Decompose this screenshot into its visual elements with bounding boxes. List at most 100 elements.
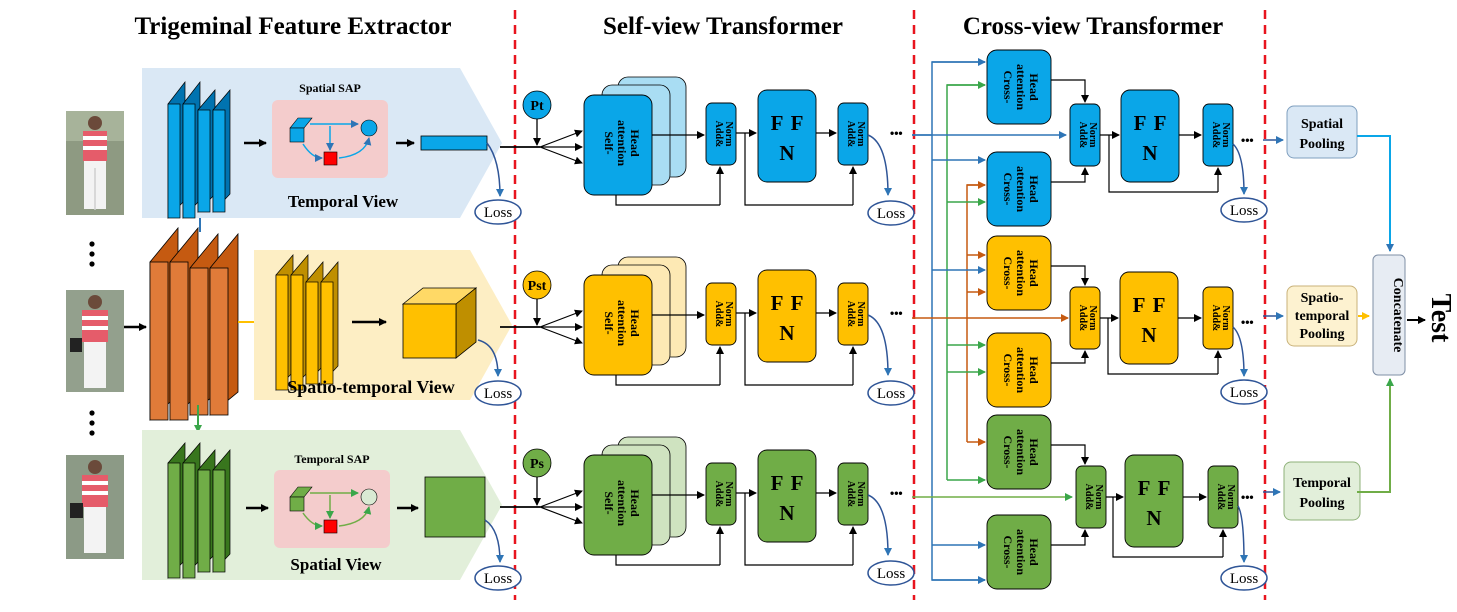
- temporal-sap-label: Spatial SAP: [299, 81, 361, 95]
- residual-line-2: [744, 493, 853, 566]
- loss-self-spatial: Loss: [877, 566, 906, 582]
- add-norm-cross-b-spatiotemporal: [1202, 286, 1234, 350]
- token-spatial-label: Ps: [530, 457, 545, 472]
- cross-attention-spatial-1-line3: Head: [1027, 438, 1041, 466]
- loss-cross-spatiotemporal-ring: [1220, 379, 1268, 405]
- backbone-block: [149, 226, 239, 421]
- cross-view-wires: [912, 58, 1073, 584]
- ffn-cross-spatiotemporal: [1119, 271, 1179, 365]
- spatial-view-branch: Temporal SAP Spatial View: [142, 430, 502, 580]
- ffn-cross-spatiotemporal-letter2: F: [1153, 293, 1166, 317]
- loss-cross-temporal: Loss: [1230, 203, 1259, 219]
- loss-cross-spatiotemporal: Loss: [1230, 385, 1259, 401]
- self-attention-temporal-line1: Self-: [602, 131, 616, 154]
- ffn-self-temporal: [757, 89, 817, 183]
- flow-arrow: [867, 314, 892, 376]
- add-norm-cross-b-temporal: [1202, 103, 1234, 167]
- add-norm-self-a-temporal: [705, 102, 737, 166]
- cross-attention-temporal-1-line3: Head: [1027, 73, 1041, 101]
- flow-arrow: [867, 134, 892, 196]
- spatiotemporal-pooling-line2: temporal: [1295, 309, 1350, 324]
- ffn-self-spatial-letter3: N: [779, 501, 794, 525]
- flow-arrow: [539, 489, 583, 508]
- ffn-cross-spatiotemporal-letter3: N: [1141, 323, 1156, 347]
- spatial-pooling-line2: Pooling: [1299, 137, 1344, 152]
- residual-line: [1107, 318, 1218, 375]
- test-label: Test: [1425, 294, 1456, 343]
- cross-attention-spatiotemporal-1-line1: Cross-: [1001, 256, 1015, 289]
- spatial-sap-label: Temporal SAP: [294, 452, 369, 466]
- add-norm-self-b-spatiotemporal-line2: Norm: [855, 302, 866, 328]
- section-dividers: [513, 10, 1267, 600]
- add-norm-cross-b-spatiotemporal-line2: Norm: [1220, 306, 1231, 332]
- self-attention-head-spatiotemporal: [583, 274, 653, 376]
- residual-line: [615, 195, 720, 206]
- loss-cross-spatial-ring: [1220, 565, 1268, 591]
- self-attention-temporal-line3: Head: [628, 129, 642, 157]
- self-view-header: Self-view Transformer: [603, 13, 843, 40]
- residual-line-2: [744, 133, 853, 206]
- flow-arrow: [867, 494, 892, 556]
- cross-attention-spatiotemporal-2-line1: Cross-: [1001, 353, 1015, 386]
- temporal-view-branch: Spatial SAP Temporal View: [142, 68, 502, 219]
- add-norm-cross-a-spatiotemporal-line2: Norm: [1087, 306, 1098, 332]
- add-norm-cross-a-spatial-line1: Add&: [1083, 484, 1094, 511]
- add-norm-self-a-spatiotemporal-line1: Add&: [713, 301, 724, 328]
- add-norm-cross-a-spatiotemporal-line1: Add&: [1077, 305, 1088, 332]
- loss-self-spatiotemporal: Loss: [877, 386, 906, 402]
- self-attention-spatial-line3: Head: [628, 489, 642, 517]
- self-attention-spatial-line1: Self-: [602, 491, 616, 514]
- loss-self-temporal: Loss: [877, 206, 906, 222]
- ffn-cross-temporal-letter3: N: [1142, 141, 1157, 165]
- ffn-self-spatial: [757, 449, 817, 543]
- temporal-view-label: Temporal View: [288, 192, 399, 211]
- cross-attention-temporal-2-line2: attention: [1014, 166, 1028, 212]
- add-norm-self-a-spatiotemporal: [705, 282, 737, 346]
- self-attention-spatiotemporal-line3: Head: [628, 309, 642, 337]
- temporal-pooling-line1: Temporal: [1293, 476, 1351, 491]
- cross-attention-spatial-2-line3: Head: [1027, 538, 1041, 566]
- add-norm-self-a-spatiotemporal-line2: Norm: [723, 302, 734, 328]
- residual-line-2: [744, 313, 853, 386]
- residual-line: [1112, 497, 1223, 558]
- spatiotemporal-view-branch: Spatio-temporal View: [254, 250, 512, 400]
- cross-attention-temporal-1-line1: Cross-: [1001, 70, 1015, 103]
- add-norm-cross-b-temporal-line2: Norm: [1220, 123, 1231, 149]
- spatiotemporal-pooling-line3: Pooling: [1299, 327, 1344, 342]
- cross-attention-temporal-1-line2: attention: [1014, 64, 1028, 110]
- cross-attention-head-spatiotemporal-2: [986, 332, 1052, 408]
- token-spatiotemporal-label: Pst: [528, 279, 547, 294]
- cross-attention-spatiotemporal-1-line3: Head: [1027, 259, 1041, 287]
- spatiotemporal-pooling-line1: Spatio-: [1301, 291, 1344, 306]
- spatial-pooling-line1: Spatial: [1301, 117, 1343, 132]
- cross-attention-spatiotemporal-1-line2: attention: [1014, 250, 1028, 296]
- flow-arrow: [1051, 350, 1089, 364]
- add-norm-self-b-temporal-line2: Norm: [855, 122, 866, 148]
- add-norm-self-b-temporal: [837, 102, 869, 166]
- flow-arrow: [1051, 167, 1089, 183]
- cross-attention-spatial-1-line1: Cross-: [1001, 435, 1015, 468]
- spatial-view-label: Spatial View: [290, 555, 382, 574]
- add-norm-cross-a-temporal-line2: Norm: [1087, 123, 1098, 149]
- cross-attention-temporal-2-line3: Head: [1027, 175, 1041, 203]
- add-norm-self-b-spatiotemporal: [837, 282, 869, 346]
- add-norm-self-b-spatial: [837, 462, 869, 526]
- ffn-self-spatial-letter2: F: [791, 471, 804, 495]
- add-norm-self-a-temporal-line2: Norm: [723, 122, 734, 148]
- cross-attention-head-spatial-1: [986, 414, 1052, 490]
- loss-cross-spatial: Loss: [1230, 571, 1259, 587]
- spatiotemporal-view-label: Spatio-temporal View: [287, 377, 454, 397]
- ffn-cross-temporal-letter1: F: [1134, 111, 1147, 135]
- flow-arrow: [1051, 79, 1089, 103]
- flow-arrow: [1232, 326, 1248, 377]
- cross-attention-spatial-2-line2: attention: [1014, 529, 1028, 575]
- self-attention-spatiotemporal-line2: attention: [615, 300, 629, 346]
- add-norm-cross-b-spatial: [1207, 465, 1239, 529]
- flow-arrow: [539, 146, 583, 165]
- cross-ellipsis-spatiotemporal: •••: [1241, 315, 1254, 329]
